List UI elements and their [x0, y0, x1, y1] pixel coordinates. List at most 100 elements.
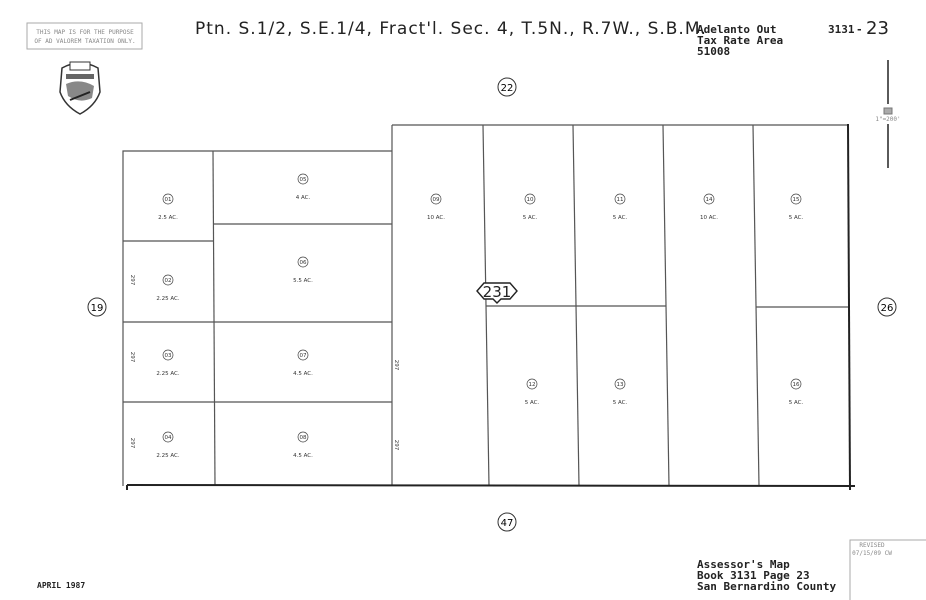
parcel-acreage: 5.5 AC. — [293, 278, 313, 284]
parcel-12[interactable]: 12 5 AC. — [525, 378, 540, 406]
map-sep: - — [856, 23, 863, 36]
adjacent-map-north[interactable]: 22 — [497, 77, 517, 97]
tax-rate-area-line-2: Tax Rate Area — [697, 34, 783, 47]
parcel-number: 10 — [527, 197, 534, 203]
parcel-acreage: 2.25 AC. — [156, 453, 180, 459]
dimension-label: 297 — [129, 352, 135, 363]
parcel-number: 14 — [706, 197, 713, 203]
parcel-acreage: 4 AC. — [296, 195, 311, 201]
revised-value: 07/15/09 CW — [852, 550, 892, 557]
parcel-acreage: 2.25 AC. — [156, 371, 180, 377]
disclaimer-box: THIS MAP IS FOR THE PURPOSE OF AD VALORE… — [26, 22, 143, 50]
parcel-number: 03 — [165, 353, 172, 359]
parcel-lines — [122, 123, 856, 491]
map-date: APRIL 1987 — [37, 581, 85, 590]
parcel-13[interactable]: 13 5 AC. — [613, 378, 628, 406]
parcel-number-circle — [297, 173, 309, 185]
parcel-01[interactable]: 012.5 AC. — [158, 193, 178, 221]
parcel-number-circle — [297, 349, 309, 361]
parcel-02[interactable]: 02 2.25 AC. — [156, 274, 180, 302]
parcel-acreage: 10 AC. — [427, 215, 445, 221]
dimension-label: 297 — [393, 360, 399, 371]
parcel-06[interactable]: 06 5.5 AC. — [293, 256, 313, 284]
parcel-number: 06 — [300, 260, 307, 266]
parcel-number: 16 — [793, 382, 800, 388]
map-number: 3131 - 23 — [828, 18, 889, 39]
parcel-number: 12 — [529, 382, 536, 388]
parcels: 012.5 AC.022.25 AC.032.25 AC.042.25 AC.0… — [156, 173, 804, 459]
map-page: 23 — [866, 18, 889, 39]
dimension-labels: 297 297 297 297 297 — [129, 275, 399, 451]
parcel-acreage: 4.5 AC. — [293, 371, 313, 377]
parcel-16[interactable]: 16 5 AC. — [789, 378, 804, 406]
parcel-number: 13 — [617, 382, 624, 388]
north-arrow-scale-icon: 1"=200' — [875, 60, 901, 168]
parcel-number: 09 — [433, 197, 440, 203]
revised-stamp: REVISED 07/15/09 CW — [849, 539, 926, 600]
block-number: 231 — [476, 282, 518, 304]
disclaimer-line-2: OF AD VALOREM TAXATION ONLY. — [34, 38, 135, 45]
parcel-08[interactable]: 08 4.5 AC. — [293, 431, 313, 459]
parcel-number-circle — [790, 193, 802, 205]
parcel-number-circle — [162, 193, 174, 205]
adjacent-map-south[interactable]: 47 — [497, 512, 517, 532]
parcel-number: 11 — [617, 197, 624, 203]
parcel-acreage: 2.25 AC. — [156, 296, 180, 302]
parcel-number-circle — [614, 193, 626, 205]
dimension-label: 297 — [129, 438, 135, 449]
parcel-number-circle — [162, 431, 174, 443]
block-number-label: 231 — [483, 283, 512, 301]
parcel-number-circle — [703, 193, 715, 205]
parcel-acreage: 5 AC. — [525, 400, 540, 406]
parcel-number: 02 — [165, 278, 172, 284]
parcel-number: 01 — [165, 197, 172, 203]
adjacent-map-west[interactable]: 19 — [87, 297, 107, 317]
parcel-number-circle — [162, 349, 174, 361]
parcel-number-circle — [614, 378, 626, 390]
parcel-number: 05 — [300, 177, 307, 183]
footer-line-2: Book 3131 Page 23 — [697, 569, 810, 582]
parcel-11[interactable]: 11 5 AC. — [613, 193, 628, 221]
parcel-acreage: 4.5 AC. — [293, 453, 313, 459]
scale-label: 1"=200' — [875, 116, 900, 123]
parcel-14[interactable]: 14 10 AC. — [700, 193, 718, 221]
adjacent-map-east[interactable]: 26 — [877, 297, 897, 317]
parcel-05[interactable]: 05 4 AC. — [296, 173, 311, 201]
parcel-number-circle — [297, 256, 309, 268]
parcel-04[interactable]: 042.25 AC. — [156, 431, 180, 459]
adjacent-map-west-label: 19 — [91, 303, 104, 314]
parcel-acreage: 5 AC. — [789, 215, 804, 221]
adjacent-map-south-label: 47 — [501, 518, 514, 529]
disclaimer-line-1: THIS MAP IS FOR THE PURPOSE — [36, 29, 134, 36]
parcel-acreage: 5 AC. — [613, 400, 628, 406]
parcel-number-circle — [524, 193, 536, 205]
tax-rate-area-code: 51008 — [697, 45, 730, 58]
parcel-acreage: 10 AC. — [700, 215, 718, 221]
adjacent-map-east-label: 26 — [881, 303, 894, 314]
parcel-acreage: 5 AC. — [789, 400, 804, 406]
revised-label: REVISED — [859, 542, 885, 549]
parcel-15[interactable]: 15 5 AC. — [789, 193, 804, 221]
parcel-number: 07 — [300, 353, 307, 359]
parcel-number: 15 — [793, 197, 800, 203]
map-book: 3131 — [828, 23, 855, 36]
parcel-number-circle — [162, 274, 174, 286]
footer-line-3: San Bernardino County — [697, 580, 836, 593]
parcel-03[interactable]: 03 2.25 AC. — [156, 349, 180, 377]
adjacent-map-north-label: 22 — [501, 83, 514, 94]
county-seal-icon — [59, 61, 101, 115]
parcel-number-circle — [297, 431, 309, 443]
parcel-number-circle — [526, 378, 538, 390]
parcel-09[interactable]: 09 10 AC. — [427, 193, 445, 221]
parcel-acreage: 5 AC. — [613, 215, 628, 221]
parcel-10[interactable]: 10 5 AC. — [523, 193, 538, 221]
parcel-07[interactable]: 07 4.5 AC. — [293, 349, 313, 377]
dimension-label: 297 — [393, 440, 399, 451]
tax-rate-area-line-1: Adelanto Out — [697, 23, 776, 36]
map-title: Ptn. S.1/2, S.E.1/4, Fract'l. Sec. 4, T.… — [195, 19, 707, 39]
parcel-number: 08 — [300, 435, 307, 441]
parcel-acreage: 5 AC. — [523, 215, 538, 221]
parcel-number-circle — [430, 193, 442, 205]
